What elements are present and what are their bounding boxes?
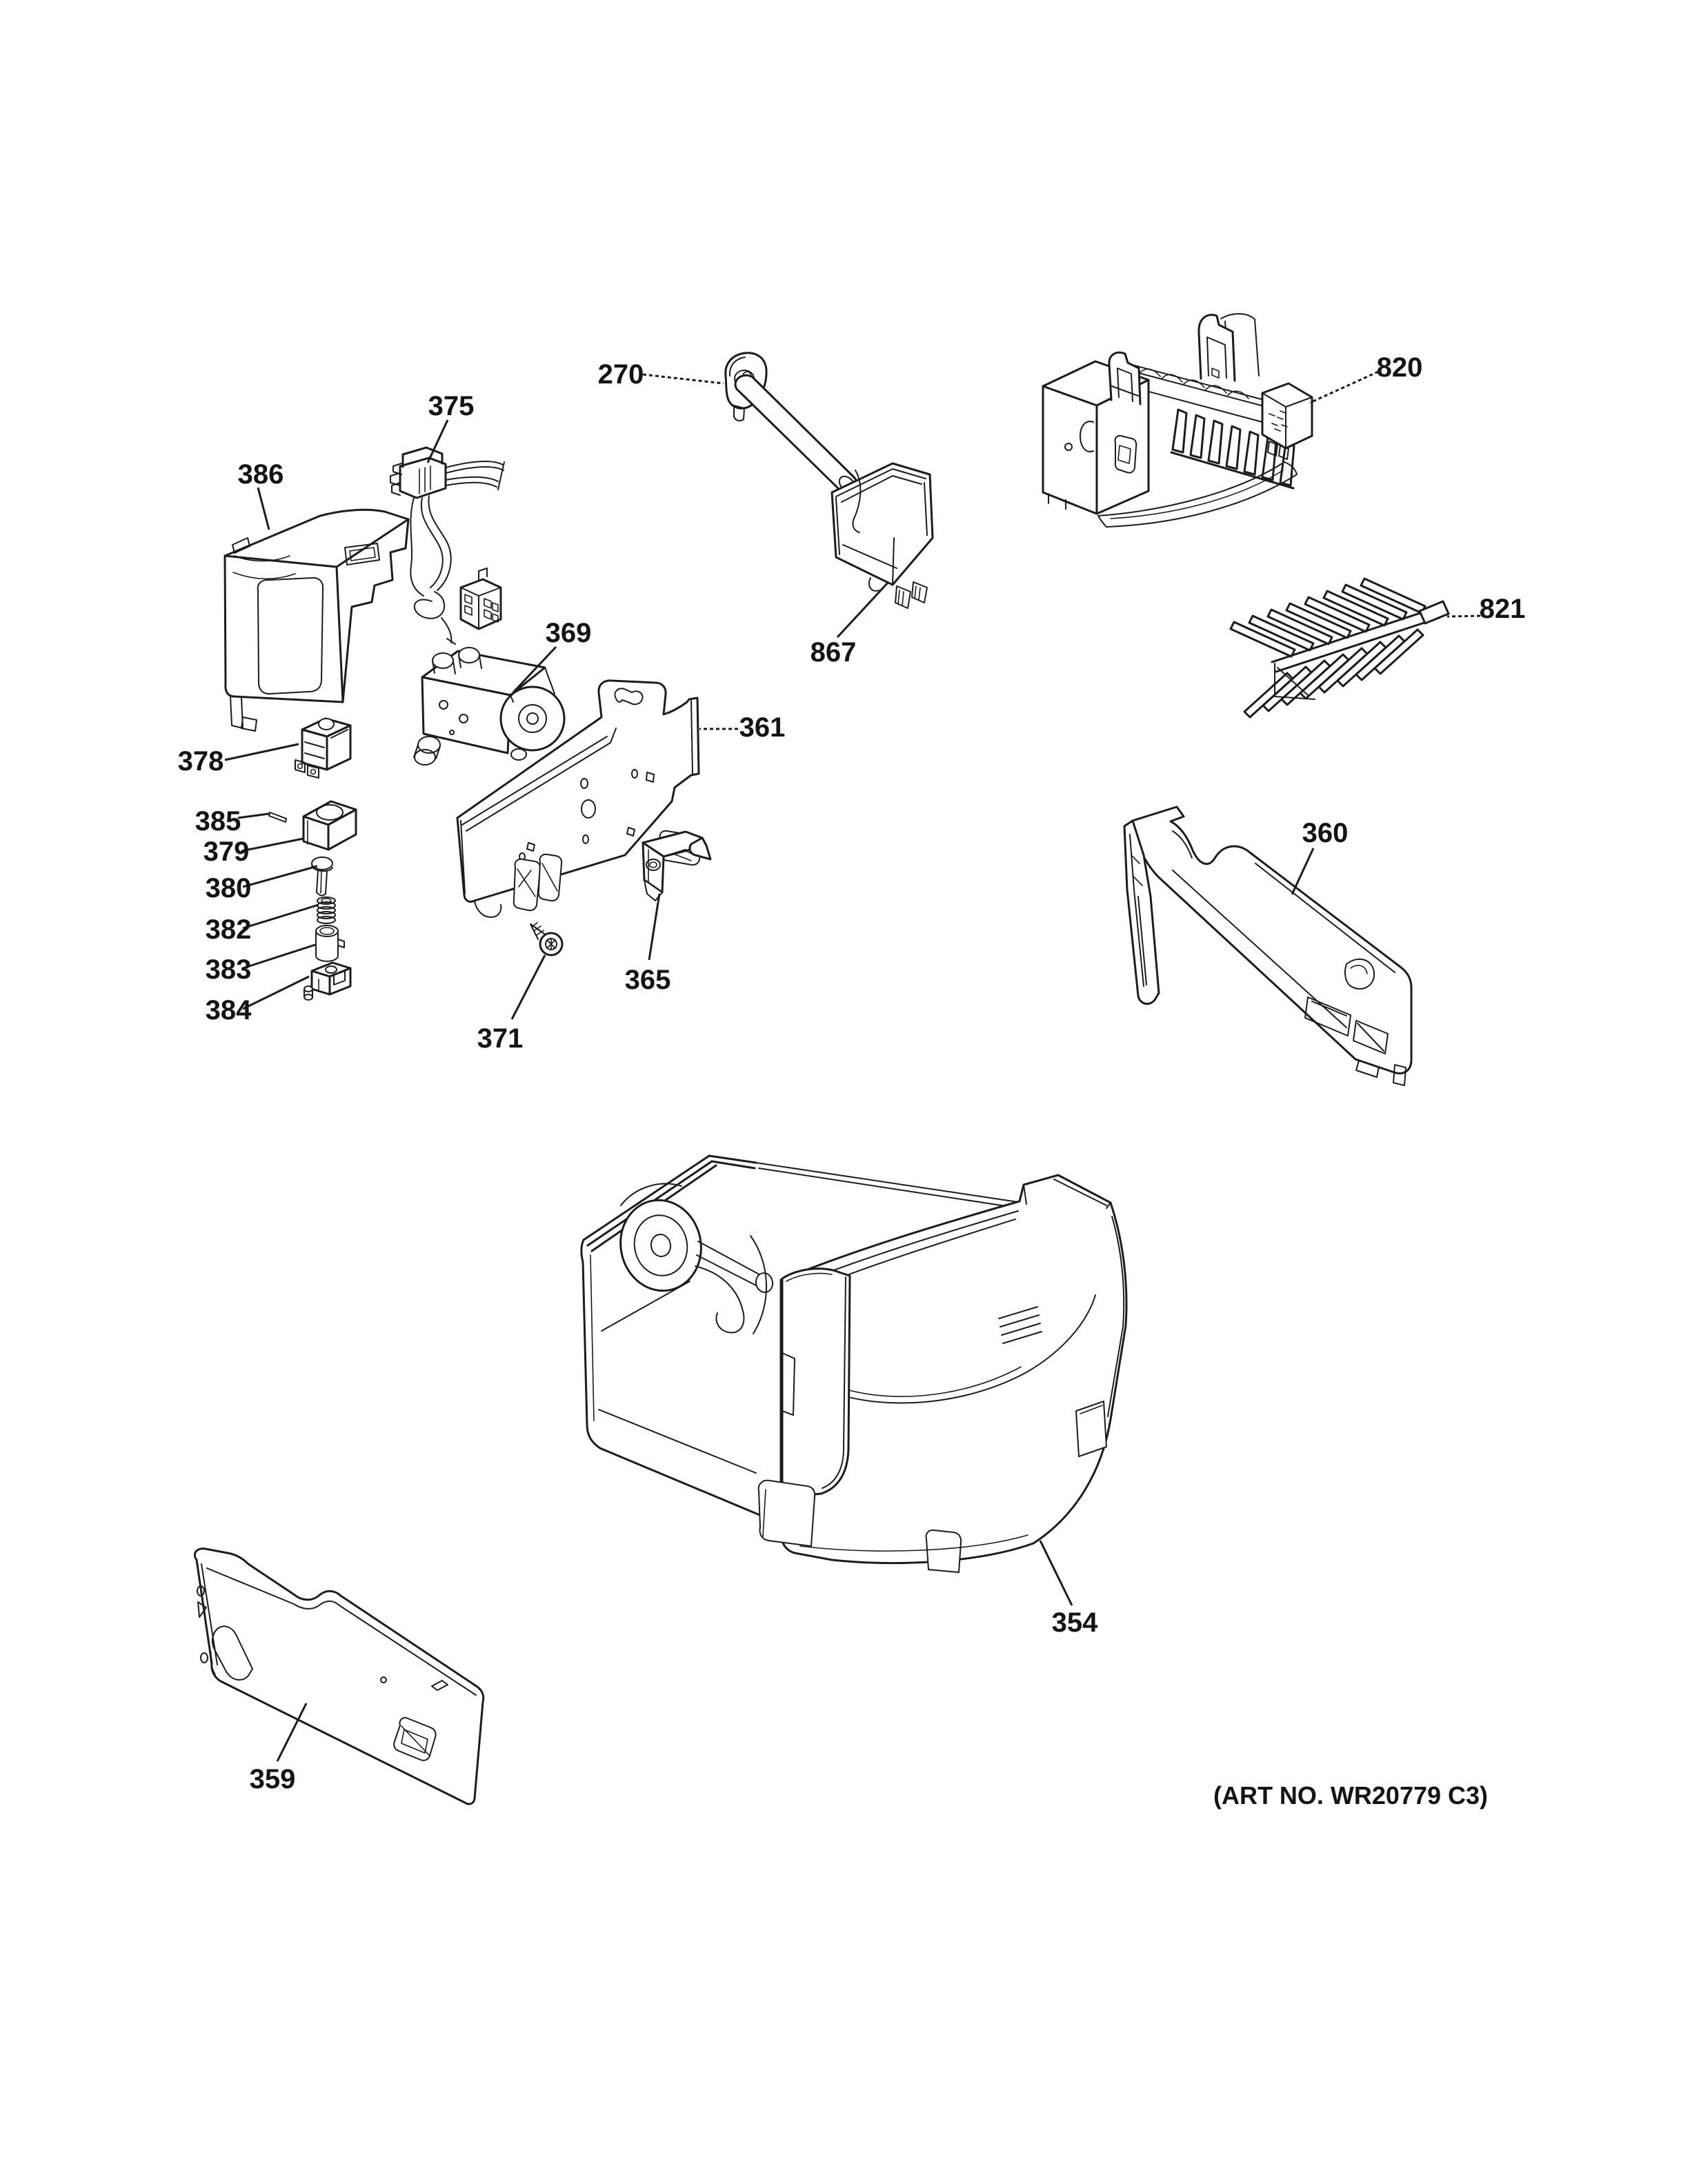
callout-label-270: 270 bbox=[598, 359, 644, 390]
part-382-spring bbox=[317, 896, 336, 924]
part-385-pin bbox=[268, 812, 287, 823]
callout-365: 365 bbox=[625, 893, 671, 995]
callout-label-369: 369 bbox=[546, 618, 592, 648]
part-359-back-panel bbox=[193, 1547, 485, 1805]
part-867-ice-bin bbox=[831, 462, 934, 609]
leader-382 bbox=[242, 903, 319, 930]
leader-820 bbox=[1309, 370, 1379, 404]
leader-365 bbox=[648, 893, 661, 961]
callout-label-375: 375 bbox=[428, 391, 475, 421]
callout-label-365: 365 bbox=[625, 965, 671, 995]
callout-label-820: 820 bbox=[1377, 352, 1423, 383]
callout-371: 371 bbox=[477, 954, 546, 1054]
callout-label-361: 361 bbox=[739, 712, 786, 743]
callout-821: 821 bbox=[1447, 594, 1525, 624]
leader-867 bbox=[836, 581, 890, 639]
callout-label-360: 360 bbox=[1302, 818, 1349, 848]
part-383-bushing bbox=[315, 925, 345, 962]
callout-386: 386 bbox=[238, 459, 284, 530]
part-378-solenoid bbox=[295, 717, 352, 779]
callout-384: 384 bbox=[206, 975, 310, 1025]
callout-382: 382 bbox=[206, 903, 319, 945]
callout-820: 820 bbox=[1309, 352, 1423, 404]
part-371-screw bbox=[530, 922, 564, 956]
leader-360 bbox=[1291, 848, 1315, 895]
leader-379 bbox=[241, 837, 304, 852]
callout-label-371: 371 bbox=[477, 1023, 524, 1054]
callout-359: 359 bbox=[250, 1703, 308, 1794]
callout-354: 354 bbox=[1039, 1540, 1098, 1638]
part-379-block bbox=[302, 800, 357, 851]
part-386-duct-housing bbox=[223, 508, 410, 732]
callout-270: 270 bbox=[598, 359, 724, 390]
callout-378: 378 bbox=[178, 743, 299, 777]
callout-label-382: 382 bbox=[206, 914, 252, 945]
leader-821 bbox=[1447, 614, 1481, 618]
leader-385 bbox=[237, 812, 270, 819]
leader-354 bbox=[1039, 1540, 1073, 1606]
leader-386 bbox=[257, 487, 270, 530]
callout-label-359: 359 bbox=[250, 1764, 296, 1794]
callout-label-378: 378 bbox=[178, 746, 224, 777]
part-354-ice-bucket bbox=[580, 1154, 1128, 1573]
part-380-plunger bbox=[311, 856, 333, 896]
callout-label-821: 821 bbox=[1480, 594, 1526, 624]
callouts: 270 375 386 820 867 821 369 361 bbox=[178, 352, 1526, 1810]
part-821-ejector-rake bbox=[1229, 577, 1450, 719]
leader-270 bbox=[642, 373, 724, 385]
callout-867: 867 bbox=[811, 581, 890, 668]
callout-label-384: 384 bbox=[206, 995, 252, 1025]
callout-label-380: 380 bbox=[206, 873, 252, 903]
callout-375: 375 bbox=[426, 391, 475, 463]
callout-361: 361 bbox=[699, 712, 785, 743]
callout-360: 360 bbox=[1291, 818, 1349, 895]
part-375-wire-harness bbox=[390, 446, 505, 645]
part-369-auger-motor bbox=[413, 647, 566, 765]
part-384-bracket bbox=[304, 961, 352, 1001]
leader-369 bbox=[512, 645, 557, 694]
part-360-support-rail bbox=[1123, 805, 1413, 1086]
callout-380: 380 bbox=[206, 865, 318, 903]
leader-380 bbox=[242, 865, 318, 888]
callout-label-386: 386 bbox=[238, 459, 284, 490]
callout-label-354: 354 bbox=[1052, 1607, 1098, 1638]
callout-label-385: 385 bbox=[195, 806, 241, 836]
leader-359 bbox=[276, 1703, 308, 1762]
art-number-note: (ART NO. WR20779 C3) bbox=[1213, 1781, 1488, 1810]
part-365-clip bbox=[642, 830, 712, 901]
callout-379: 379 bbox=[203, 836, 304, 867]
part-820-ice-maker bbox=[1042, 313, 1313, 528]
leader-371 bbox=[510, 954, 546, 1020]
callout-label-867: 867 bbox=[811, 637, 857, 668]
callout-383: 383 bbox=[206, 943, 316, 985]
callout-label-379: 379 bbox=[203, 836, 250, 867]
leader-383 bbox=[242, 943, 316, 970]
callout-385: 385 bbox=[195, 806, 270, 836]
leader-378 bbox=[224, 743, 299, 761]
leader-384 bbox=[242, 975, 310, 1010]
callout-label-383: 383 bbox=[206, 954, 252, 985]
part-270-fill-tube bbox=[724, 352, 858, 494]
leader-375 bbox=[426, 419, 449, 463]
callout-369: 369 bbox=[512, 618, 592, 694]
